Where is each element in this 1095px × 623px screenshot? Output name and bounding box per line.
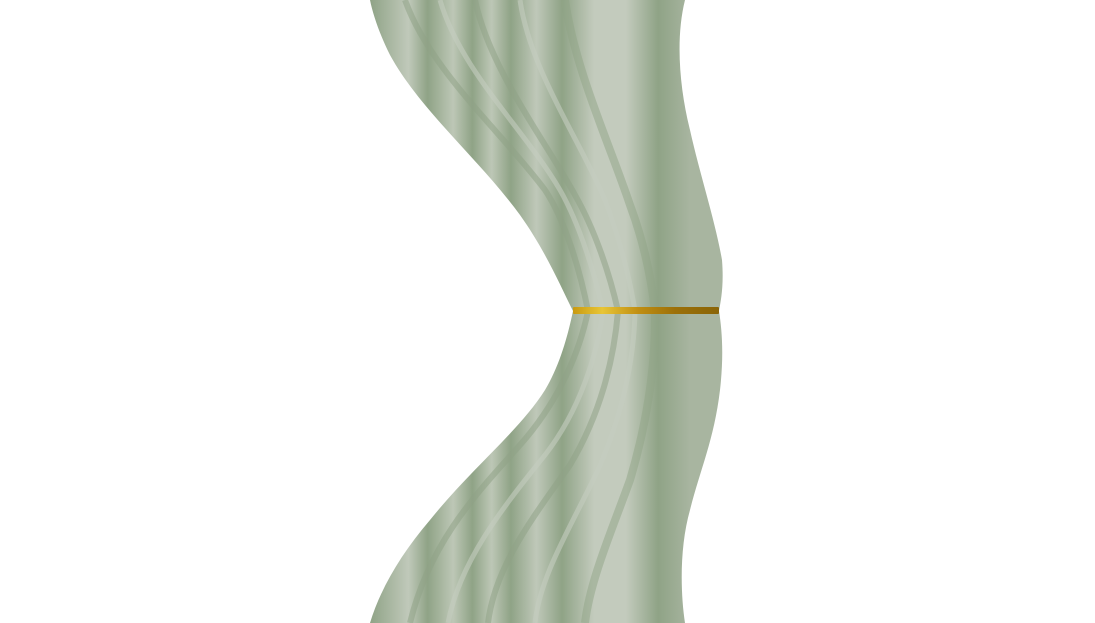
curtain-upper-panel bbox=[370, 0, 723, 311]
curtain-upper-drape bbox=[370, 0, 723, 312]
curtain-lower-panel bbox=[370, 311, 723, 623]
curtain-tieback-band bbox=[573, 307, 719, 314]
curtain-lower-drape bbox=[370, 310, 723, 623]
